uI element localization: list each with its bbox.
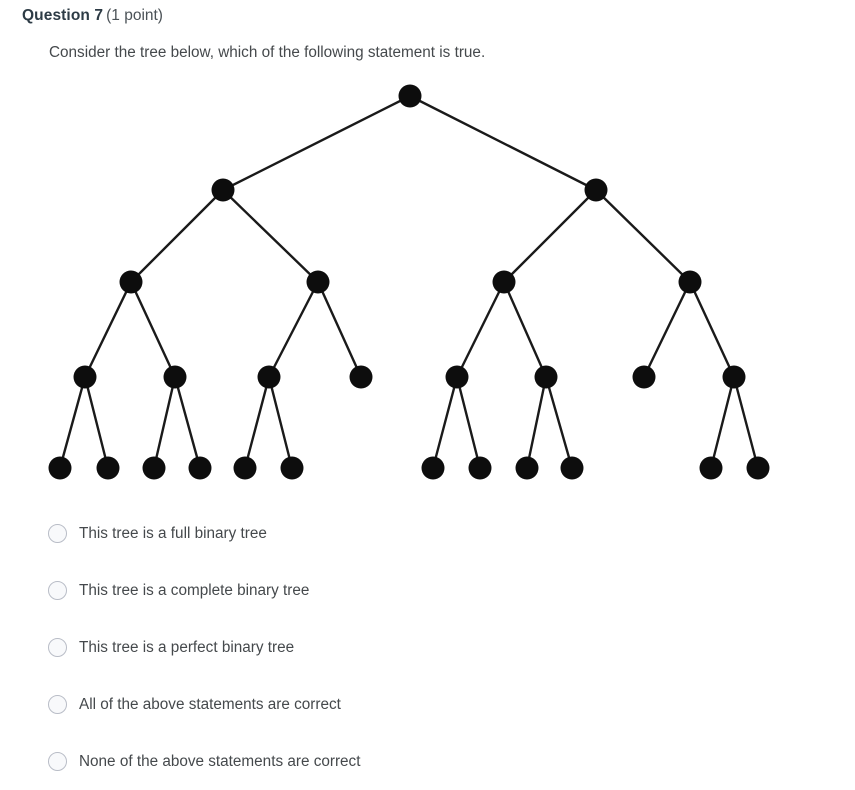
tree-node — [445, 365, 469, 389]
tree-node — [96, 456, 120, 480]
tree-node — [188, 456, 212, 480]
tree-edge — [544, 375, 574, 470]
tree-edge — [58, 375, 87, 470]
tree-edge — [688, 280, 736, 379]
radio-button-opt-none[interactable] — [48, 752, 67, 771]
tree-node — [257, 365, 281, 389]
tree-node — [722, 365, 746, 389]
radio-button-opt-full[interactable] — [48, 524, 67, 543]
tree-edge — [83, 375, 110, 470]
radio-button-opt-complete[interactable] — [48, 581, 67, 600]
tree-node — [678, 270, 702, 294]
tree-edge — [267, 280, 320, 379]
answer-option-opt-full[interactable]: This tree is a full binary tree — [0, 505, 855, 562]
tree-edge — [455, 280, 506, 379]
answer-option-label: All of the above statements are correct — [79, 695, 341, 713]
answer-option-label: This tree is a perfect binary tree — [79, 638, 295, 656]
tree-node — [280, 456, 304, 480]
tree-edge — [129, 280, 177, 379]
tree-node — [468, 456, 492, 480]
binary-tree-diagram — [0, 72, 855, 492]
answer-option-label: None of the above statements are correct — [79, 752, 361, 770]
tree-node — [48, 456, 72, 480]
question-points: (1 point) — [106, 7, 163, 24]
tree-edge — [173, 375, 202, 470]
tree-node — [398, 84, 422, 108]
tree-edge — [594, 188, 692, 284]
tree-node — [560, 456, 584, 480]
tree-node — [119, 270, 143, 294]
question-header: Question 7(1 point) — [22, 6, 163, 26]
answer-option-label: This tree is a full binary tree — [79, 524, 267, 542]
radio-button-opt-all[interactable] — [48, 695, 67, 714]
tree-node — [142, 456, 166, 480]
tree-svg-canvas — [48, 84, 770, 480]
tree-node — [211, 178, 235, 202]
tree-node — [306, 270, 330, 294]
answer-option-opt-none[interactable]: None of the above statements are correct — [0, 733, 855, 790]
tree-node-group — [48, 84, 770, 480]
tree-edge — [502, 280, 548, 379]
radio-button-opt-perfect[interactable] — [48, 638, 67, 657]
tree-edge — [152, 375, 177, 470]
tree-edge — [221, 188, 320, 284]
answer-option-opt-perfect[interactable]: This tree is a perfect binary tree — [0, 619, 855, 676]
tree-node — [349, 365, 373, 389]
tree-edge — [709, 375, 736, 470]
tree-edge — [732, 375, 760, 470]
answer-option-label: This tree is a complete binary tree — [79, 581, 310, 599]
tree-node — [73, 365, 97, 389]
tree-edge — [642, 280, 692, 379]
answer-option-opt-complete[interactable]: This tree is a complete binary tree — [0, 562, 855, 619]
tree-edge — [316, 280, 363, 379]
tree-edge — [431, 375, 459, 470]
tree-node — [534, 365, 558, 389]
tree-edge — [525, 375, 548, 470]
tree-edge — [502, 188, 598, 284]
tree-node — [421, 456, 445, 480]
tree-node — [746, 456, 770, 480]
tree-node — [632, 365, 656, 389]
tree-edge — [221, 94, 412, 192]
tree-node — [515, 456, 539, 480]
tree-edge — [129, 188, 225, 284]
tree-node — [163, 365, 187, 389]
tree-edge — [267, 375, 294, 470]
tree-edge — [408, 94, 598, 192]
tree-edge — [455, 375, 482, 470]
tree-edge — [243, 375, 271, 470]
tree-node — [584, 178, 608, 202]
question-prompt: Consider the tree below, which of the fo… — [49, 44, 486, 61]
tree-edge-group — [58, 94, 760, 470]
answer-option-opt-all[interactable]: All of the above statements are correct — [0, 676, 855, 733]
tree-node — [233, 456, 257, 480]
question-number: Question 7 — [22, 7, 104, 24]
tree-node — [699, 456, 723, 480]
tree-node — [492, 270, 516, 294]
tree-edge — [83, 280, 133, 379]
